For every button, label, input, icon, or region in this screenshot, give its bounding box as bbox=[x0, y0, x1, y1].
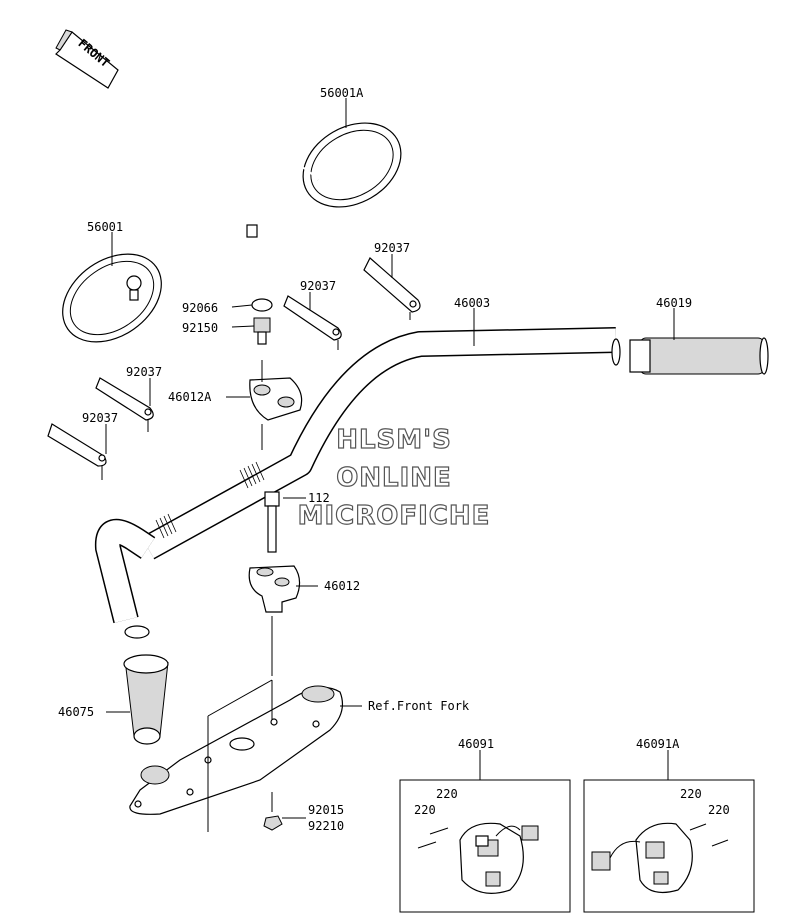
label-mirror-right: 56001A bbox=[320, 86, 364, 100]
handlebar bbox=[94, 327, 621, 639]
label-screw-r2: 220 bbox=[708, 803, 730, 817]
label-clamp-upper: 46012A bbox=[168, 390, 212, 404]
clip-92037-c bbox=[95, 377, 154, 432]
label-switch-left: 46091 bbox=[458, 737, 494, 751]
label-nut-1: 92015 bbox=[308, 803, 344, 817]
label-nut-2: 92210 bbox=[308, 819, 344, 833]
bolt-long-112 bbox=[264, 491, 280, 553]
clamp-upper bbox=[249, 360, 303, 450]
label-clamp-lower: 46012 bbox=[324, 579, 360, 593]
switch-left-frame bbox=[399, 779, 571, 913]
leader-lines bbox=[105, 98, 675, 819]
mirror-right bbox=[246, 122, 402, 238]
label-grip-right: 46019 bbox=[656, 296, 692, 310]
grip-right bbox=[629, 337, 769, 375]
label-bolt-short: 92150 bbox=[182, 321, 218, 335]
label-clip-2: 92037 bbox=[300, 279, 336, 293]
clip-92037-a bbox=[363, 257, 421, 320]
label-handlebar: 46003 bbox=[454, 296, 490, 310]
watermark-line-3: MICROFICHE bbox=[298, 501, 491, 531]
cap-92066 bbox=[251, 298, 273, 312]
label-screw-l1: 220 bbox=[436, 787, 458, 801]
bolt-92150 bbox=[253, 317, 271, 345]
label-switch-right: 46091A bbox=[636, 737, 680, 751]
label-mirror-left: 56001 bbox=[87, 220, 123, 234]
label-screw-r1: 220 bbox=[680, 787, 702, 801]
label-screw-l2: 220 bbox=[414, 803, 436, 817]
mirror-left bbox=[62, 253, 162, 343]
label-grip-left: 46075 bbox=[58, 705, 94, 719]
switch-right-frame bbox=[583, 779, 755, 913]
nut-92015 bbox=[263, 815, 283, 831]
switch-left-housing bbox=[417, 822, 539, 894]
label-clip-1: 92037 bbox=[374, 241, 410, 255]
label-clip-4: 92037 bbox=[82, 411, 118, 425]
label-clip-3: 92037 bbox=[126, 365, 162, 379]
triple-clamp bbox=[129, 679, 343, 832]
clip-92037-d bbox=[47, 423, 107, 480]
watermark-line-2: ONLINE bbox=[336, 463, 452, 493]
clamp-lower bbox=[248, 565, 301, 676]
clip-92037-b bbox=[283, 295, 342, 350]
label-cap: 92066 bbox=[182, 301, 218, 315]
grip-left bbox=[123, 654, 169, 745]
label-bolt-long: 112 bbox=[308, 491, 330, 505]
watermark-line-1: HLSM'S bbox=[336, 425, 452, 455]
label-ref-fork: Ref.Front Fork bbox=[368, 699, 470, 713]
front-arrow-icon: FRONT bbox=[55, 29, 119, 89]
switch-right-housing bbox=[591, 822, 729, 893]
